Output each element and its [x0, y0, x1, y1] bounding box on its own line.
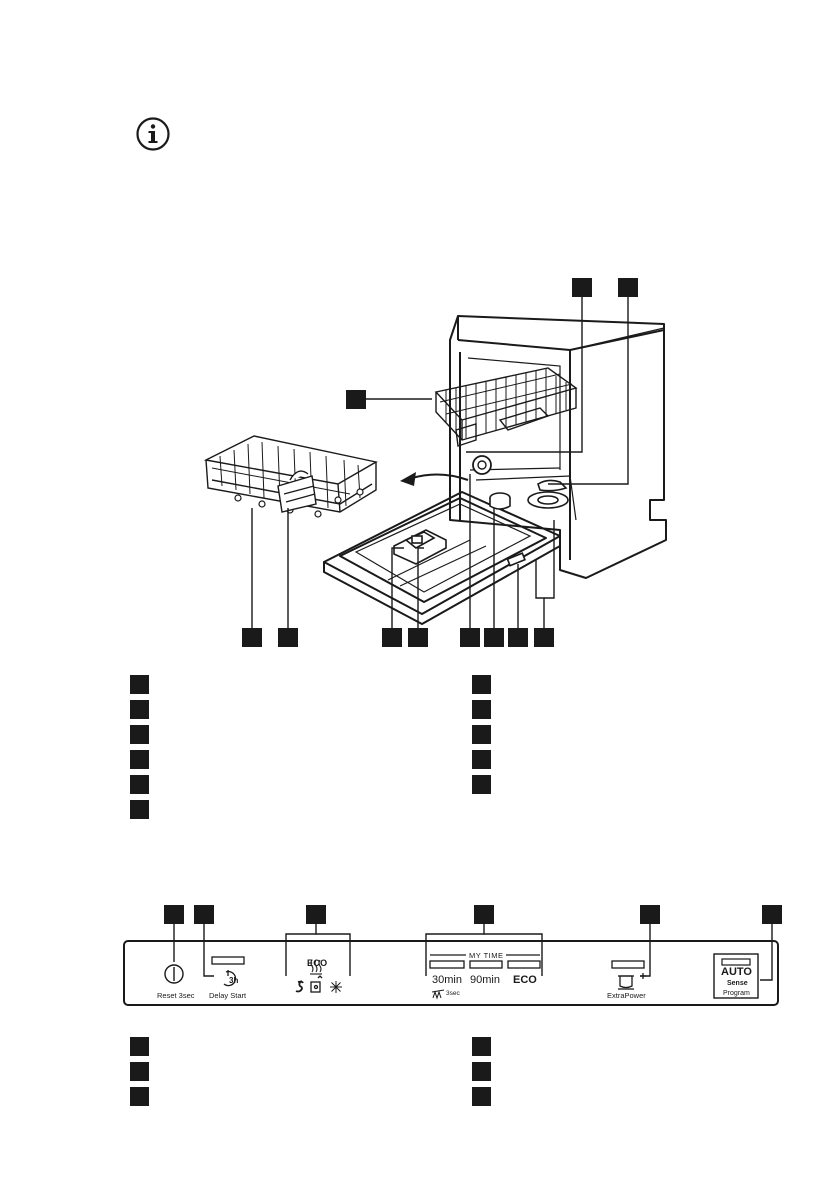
legend-marker	[130, 725, 149, 744]
reset-label: Reset 3sec	[157, 991, 195, 1000]
legend-marker	[130, 800, 149, 819]
legend-marker	[130, 775, 149, 794]
sense-label: Sense	[727, 980, 748, 987]
legend-marker	[130, 750, 149, 769]
extrapower-label: ExtraPower	[607, 991, 646, 1000]
legend-marker	[472, 775, 491, 794]
legend-marker	[472, 1062, 491, 1081]
rinse-aid-indicator-icon	[310, 975, 323, 993]
my-time-label: MY TIME	[469, 951, 504, 960]
legend-marker	[130, 700, 149, 719]
program-label: Program	[722, 990, 751, 997]
heat-icon	[310, 959, 322, 975]
delay-start-icon-text: 3h	[229, 976, 239, 985]
legend-marker	[472, 1037, 491, 1056]
legend-marker	[130, 675, 149, 694]
option-30min[interactable]: 30min	[432, 974, 462, 986]
legend-marker	[472, 700, 491, 719]
legend-marker	[472, 1087, 491, 1106]
power-icon	[164, 964, 184, 984]
option-90min[interactable]: 90min	[470, 974, 500, 986]
auto-label: AUTO	[721, 966, 752, 978]
legend-marker	[472, 675, 491, 694]
delay-start-label: Delay Start	[209, 991, 247, 1000]
legend-marker	[472, 750, 491, 769]
delay-start-icon	[223, 970, 237, 987]
legend-marker	[472, 725, 491, 744]
control-panel	[0, 896, 839, 1016]
info-icon	[135, 116, 171, 152]
legend-marker	[130, 1062, 149, 1081]
panel-label-eco-top: ECO	[307, 958, 328, 968]
drying-indicator-icon	[330, 981, 342, 993]
dishwasher-illustration	[203, 278, 667, 647]
legend-marker	[130, 1087, 149, 1106]
option-eco[interactable]: ECO	[513, 974, 537, 986]
extrapower-icon	[618, 973, 646, 990]
sec-label: 3sec	[446, 990, 460, 997]
salt-indicator-icon	[295, 980, 304, 993]
legend-marker	[130, 1037, 149, 1056]
